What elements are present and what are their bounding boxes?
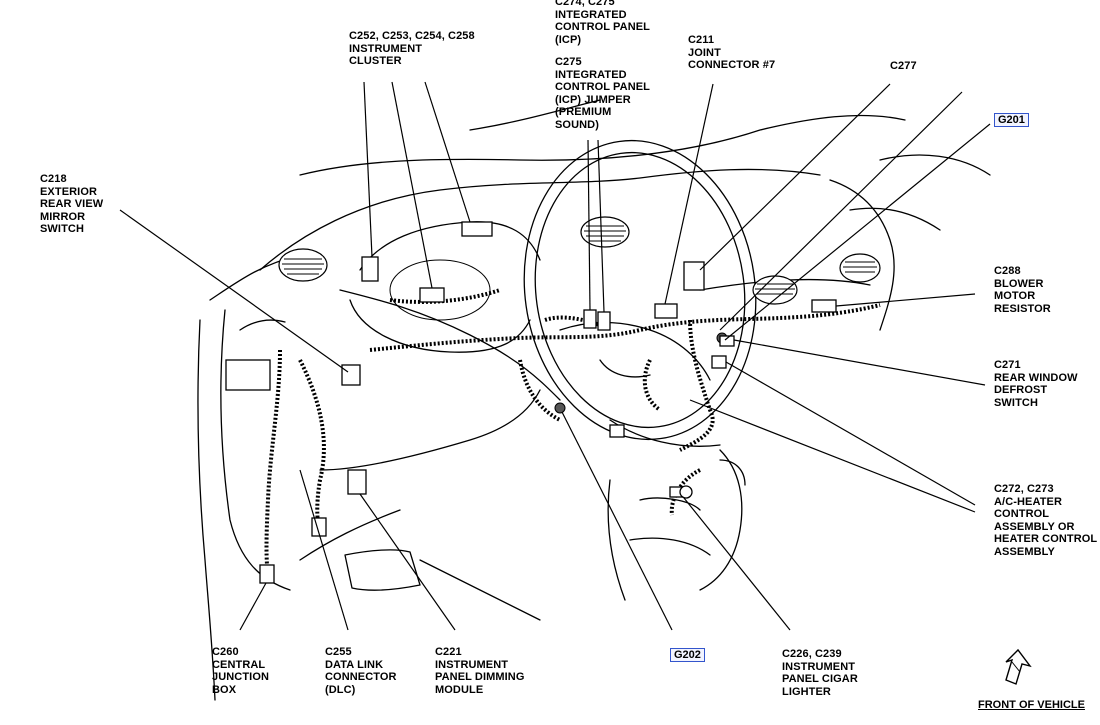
front-of-vehicle-label: FRONT OF VEHICLE: [978, 699, 1085, 711]
label-c260: C260 CENTRAL JUNCTION BOX: [212, 646, 270, 696]
label-c277: C277: [890, 60, 917, 72]
connector-c288: [811, 299, 837, 313]
connectors: [225, 221, 837, 584]
connector-c218-block: [225, 359, 271, 391]
connector-c253: [419, 287, 445, 303]
dashboard-body: [197, 99, 991, 701]
wiring-harness: [264, 288, 881, 576]
connector-c271: [719, 335, 735, 347]
label-c255: C255 DATA LINK CONNECTOR (DLC): [325, 646, 397, 696]
label-c288: C288 BLOWER MOTOR RESISTOR: [994, 265, 1051, 315]
leader-lines: [119, 81, 991, 631]
lower-console: [344, 459, 746, 591]
connector-misc: [609, 424, 625, 438]
connector-c272: [711, 355, 727, 369]
label-c221: C221 INSTRUMENT PANEL DIMMING MODULE: [435, 646, 525, 696]
label-g201: G201: [994, 113, 1029, 127]
label-c211: C211 JOINT CONNECTOR #7: [688, 34, 776, 71]
label-c252: C252, C253, C254, C258 INSTRUMENT CLUSTE…: [349, 30, 475, 67]
connector-c275: [597, 311, 611, 331]
instrument-cluster: [349, 221, 541, 353]
connector-c260: [259, 564, 275, 584]
steering-wheel: [523, 139, 757, 441]
connector-c274: [583, 309, 597, 329]
front-arrow-icon: [1005, 648, 1032, 685]
connector-c277: [683, 261, 705, 291]
label-g202: G202: [670, 648, 705, 662]
connector-c211: [654, 303, 678, 319]
connector-c254: [461, 221, 493, 237]
label-c274: C274, C275 INTEGRATED CONTROL PANEL (ICP…: [555, 0, 651, 46]
label-c272: C272, C273 A/C-HEATER CONTROL ASSEMBLY O…: [994, 483, 1098, 558]
connector-c218: [341, 364, 361, 386]
label-c226: C226, C239 INSTRUMENT PANEL CIGAR LIGHTE…: [782, 648, 858, 698]
connector-c221: [347, 469, 367, 495]
ground-g202: [554, 402, 566, 414]
label-c275: C275 INTEGRATED CONTROL PANEL (ICP) JUMP…: [555, 56, 651, 131]
connector-c252: [361, 256, 379, 282]
label-c218: C218 EXTERIOR REAR VIEW MIRROR SWITCH: [40, 173, 104, 235]
label-c271: C271 REAR WINDOW DEFROST SWITCH: [994, 359, 1078, 409]
cigar-lighter: [679, 485, 693, 499]
